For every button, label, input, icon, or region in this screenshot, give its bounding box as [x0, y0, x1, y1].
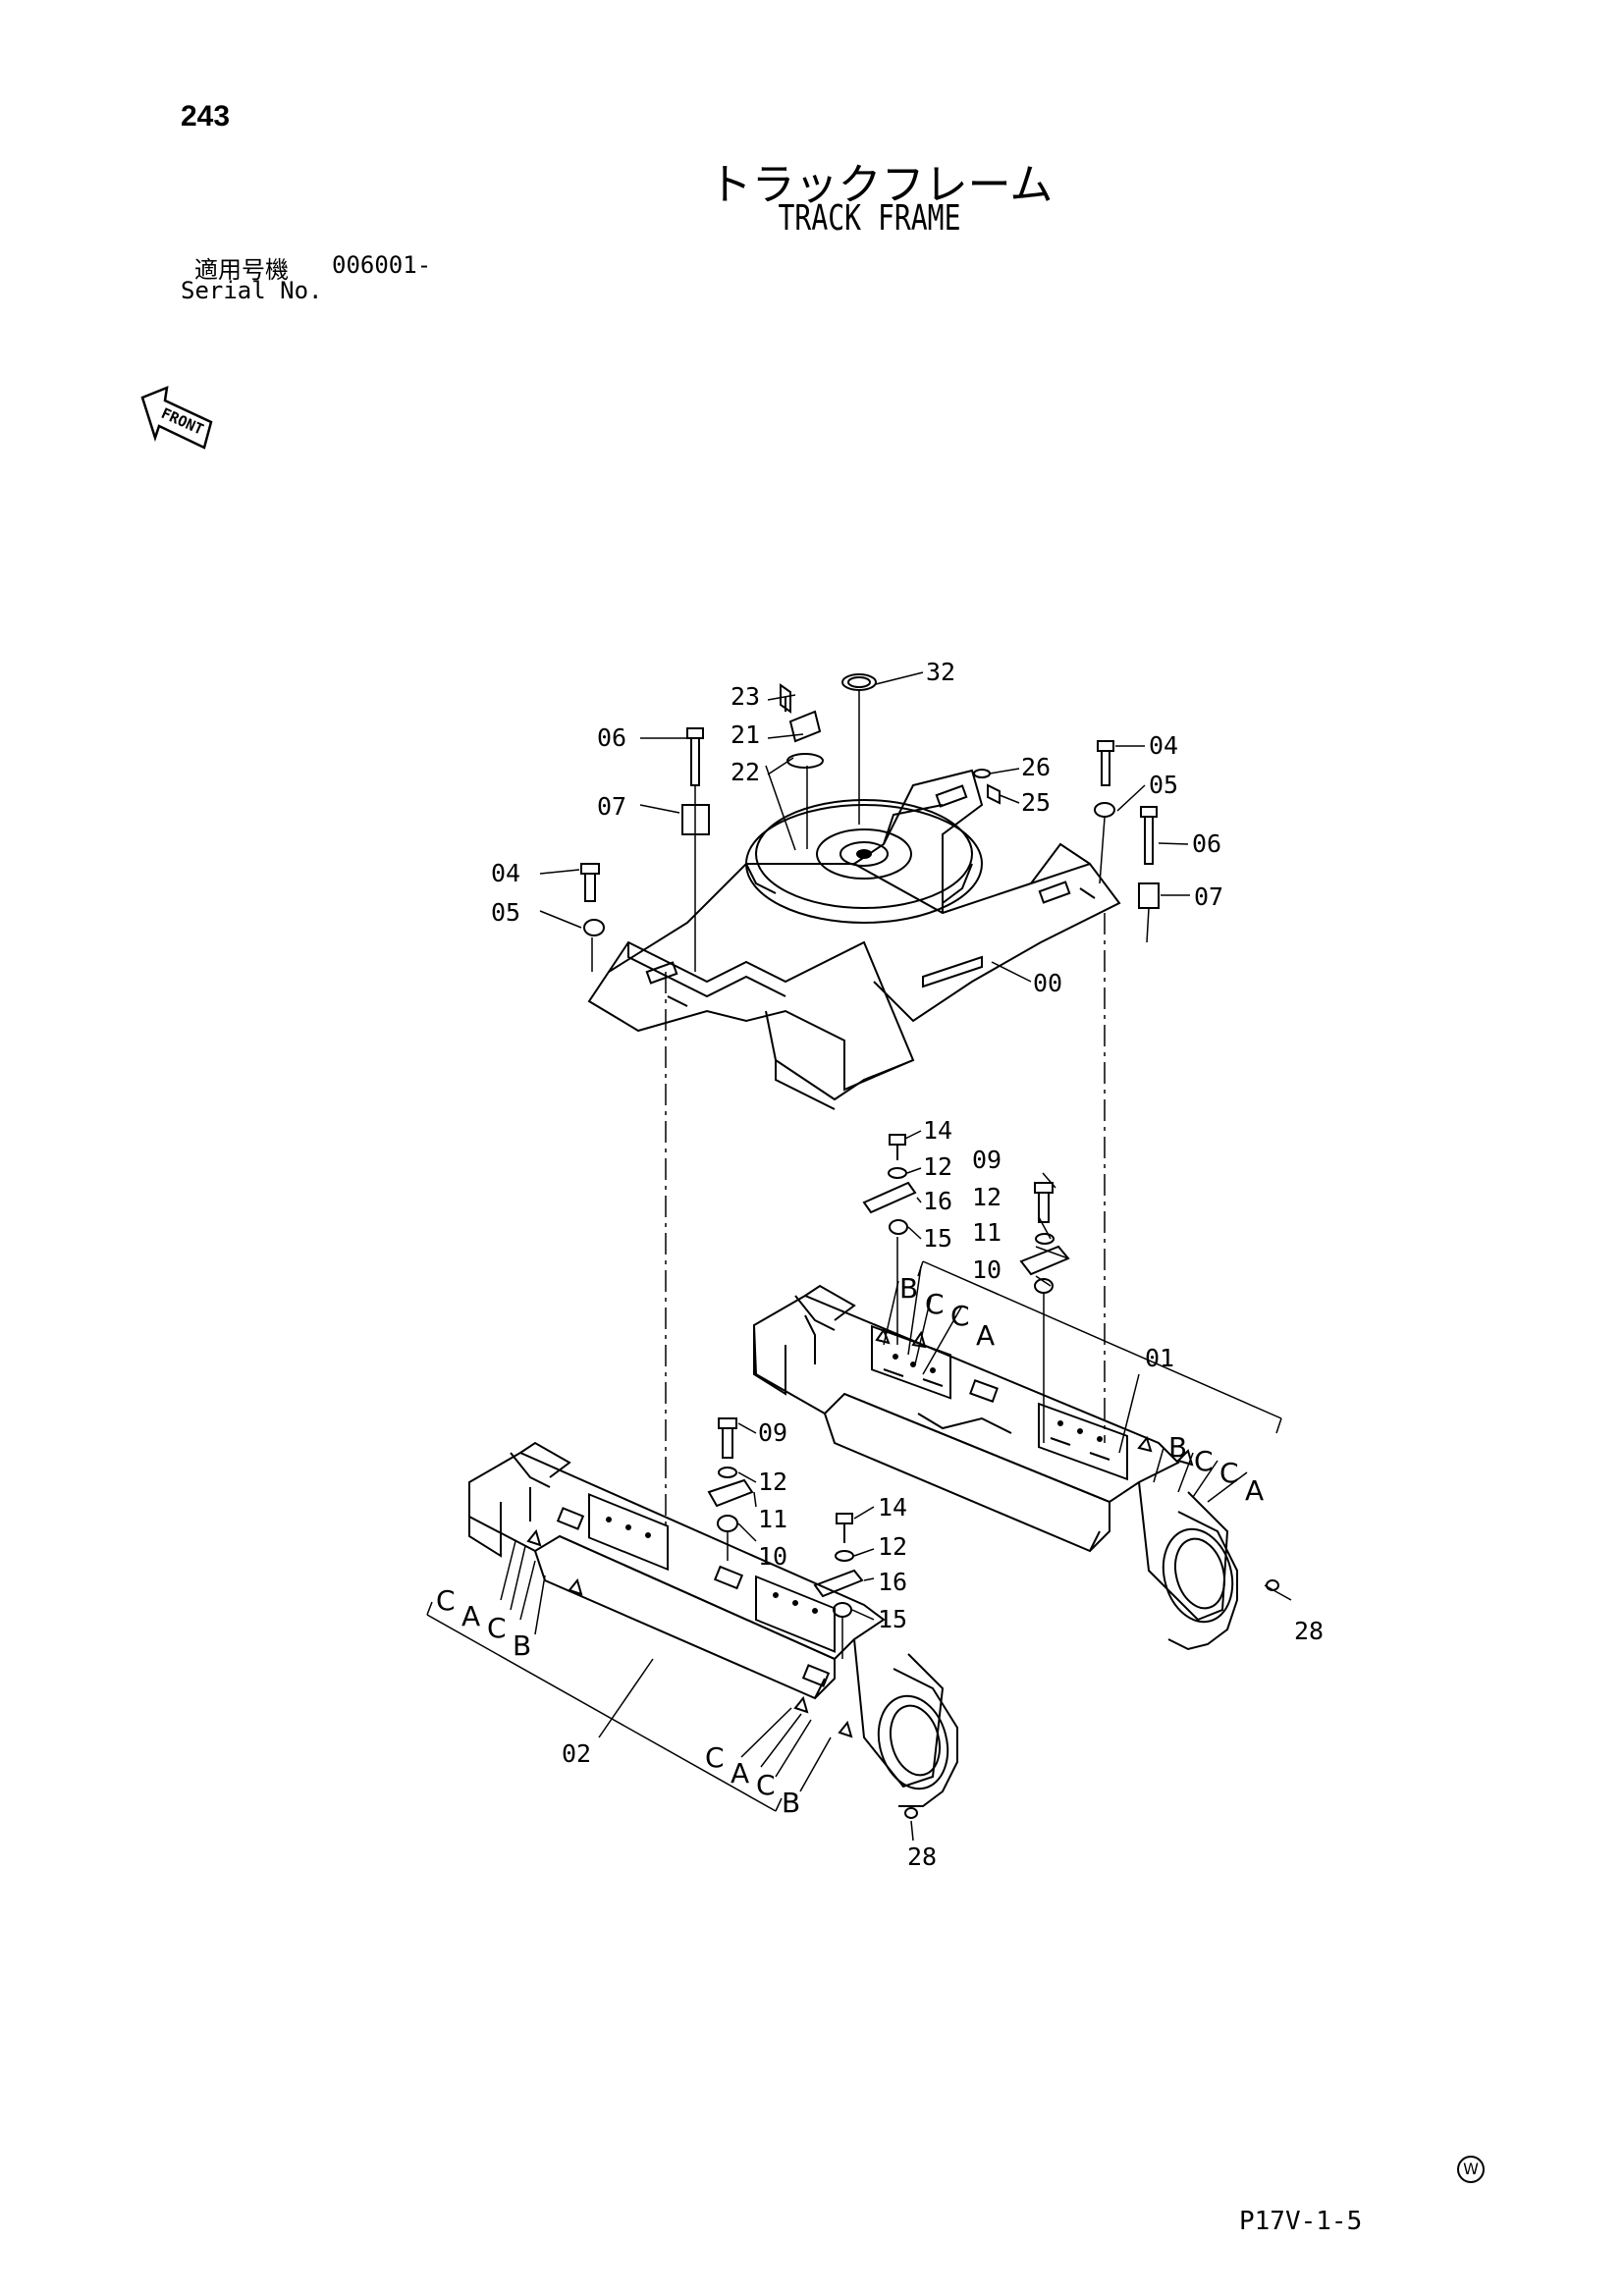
- part-label-28-right: 28: [1294, 1617, 1324, 1645]
- right-frame-leader-lines: [883, 1130, 1292, 1601]
- part-label-16-upper: 16: [923, 1187, 952, 1215]
- part-label-23: 23: [731, 682, 760, 711]
- part-label-02: 02: [562, 1739, 591, 1768]
- part-label-06-left: 06: [597, 723, 626, 752]
- part-label-09-lower: 09: [758, 1418, 787, 1447]
- part-label-26: 26: [1021, 753, 1051, 781]
- part-label-22: 22: [731, 758, 760, 786]
- ref-letter-c-right-3: C: [1194, 1445, 1214, 1477]
- ref-letter-c-left-2: C: [487, 1612, 507, 1644]
- front-arrow-icon: FRONT: [140, 386, 213, 450]
- part-label-10-upper: 10: [972, 1255, 1001, 1284]
- part-label-15-upper: 15: [923, 1224, 952, 1253]
- part-label-01: 01: [1145, 1344, 1174, 1372]
- part-label-09-upper: 09: [972, 1146, 1001, 1174]
- ref-letter-c-right-4: C: [1219, 1457, 1239, 1489]
- ref-letter-a-right-2: A: [1245, 1474, 1264, 1507]
- part-label-04-right: 04: [1149, 731, 1178, 760]
- part-label-12-lower: 12: [758, 1468, 787, 1496]
- part-label-04-left: 04: [491, 859, 520, 887]
- ref-letter-b-right-1: B: [899, 1272, 918, 1305]
- part-label-07-left: 07: [597, 792, 626, 821]
- ref-letter-c-right-2: C: [950, 1300, 970, 1332]
- upper-fasteners: [580, 673, 1160, 936]
- part-label-05-left: 05: [491, 898, 520, 927]
- ref-letter-c-left-1: C: [436, 1584, 456, 1617]
- part-label-15-lower: 15: [878, 1605, 907, 1633]
- ref-letter-a-left-2: A: [731, 1757, 749, 1789]
- ref-letter-b-left-1: B: [513, 1629, 531, 1662]
- part-label-05-right: 05: [1149, 771, 1178, 799]
- left-track-frame-drawing: [468, 1441, 958, 1819]
- part-label-32: 32: [926, 658, 955, 686]
- part-label-11-lower: 11: [758, 1505, 787, 1533]
- reference-letters: B C C A B C C A C A C B C A C B: [436, 1272, 1264, 1819]
- right-track-frame-drawing: [752, 1284, 1279, 1651]
- title-english: TRACK FRAME: [778, 198, 961, 239]
- serial-label-japanese: 適用号機: [194, 256, 289, 284]
- ref-letter-b-right-2: B: [1168, 1431, 1187, 1464]
- part-label-12-mid: 12: [972, 1183, 1001, 1211]
- right-frame-fasteners: [862, 1134, 1070, 1294]
- part-label-00: 00: [1033, 969, 1062, 997]
- alignment-lines: [665, 913, 1106, 1531]
- title-japanese: トラックフレーム: [708, 160, 1054, 210]
- part-label-10-lower: 10: [758, 1542, 787, 1571]
- left-frame-leader-lines: [426, 1422, 914, 1842]
- ref-letter-c-left-4: C: [756, 1769, 776, 1801]
- sheet-code: P17V-1-5: [1239, 2207, 1363, 2236]
- center-frame-drawing: [587, 769, 1121, 1110]
- part-labels: 32 23 21 22 06 07 04 05 26 25 04 05 06 0…: [491, 658, 1324, 1871]
- part-label-11-upper: 11: [972, 1218, 1001, 1247]
- page-number: 243: [181, 100, 231, 133]
- ref-letter-a-left-1: A: [461, 1600, 480, 1632]
- ref-letter-c-right-1: C: [925, 1288, 945, 1320]
- ref-letter-a-right-1: A: [976, 1319, 995, 1352]
- part-label-21: 21: [731, 721, 760, 749]
- part-label-12-lowest: 12: [878, 1532, 907, 1561]
- upper-leader-lines: [539, 671, 1190, 983]
- part-label-14-upper: 14: [923, 1116, 952, 1145]
- circled-w-mark: W: [1457, 2156, 1485, 2183]
- part-label-07-right: 07: [1194, 882, 1223, 911]
- ref-letter-b-left-2: B: [782, 1787, 800, 1819]
- part-label-25: 25: [1021, 788, 1051, 817]
- part-label-12-upper: 12: [923, 1152, 952, 1181]
- part-label-14-lower: 14: [878, 1493, 907, 1522]
- part-label-06-right: 06: [1192, 829, 1221, 858]
- left-frame-fasteners: [707, 1417, 864, 1618]
- serial-number-value: 006001-: [332, 251, 432, 279]
- part-label-28-left: 28: [907, 1842, 937, 1871]
- part-label-16-lower: 16: [878, 1568, 907, 1596]
- serial-label-english: Serial No.: [181, 277, 323, 304]
- ref-letter-c-left-3: C: [705, 1741, 725, 1774]
